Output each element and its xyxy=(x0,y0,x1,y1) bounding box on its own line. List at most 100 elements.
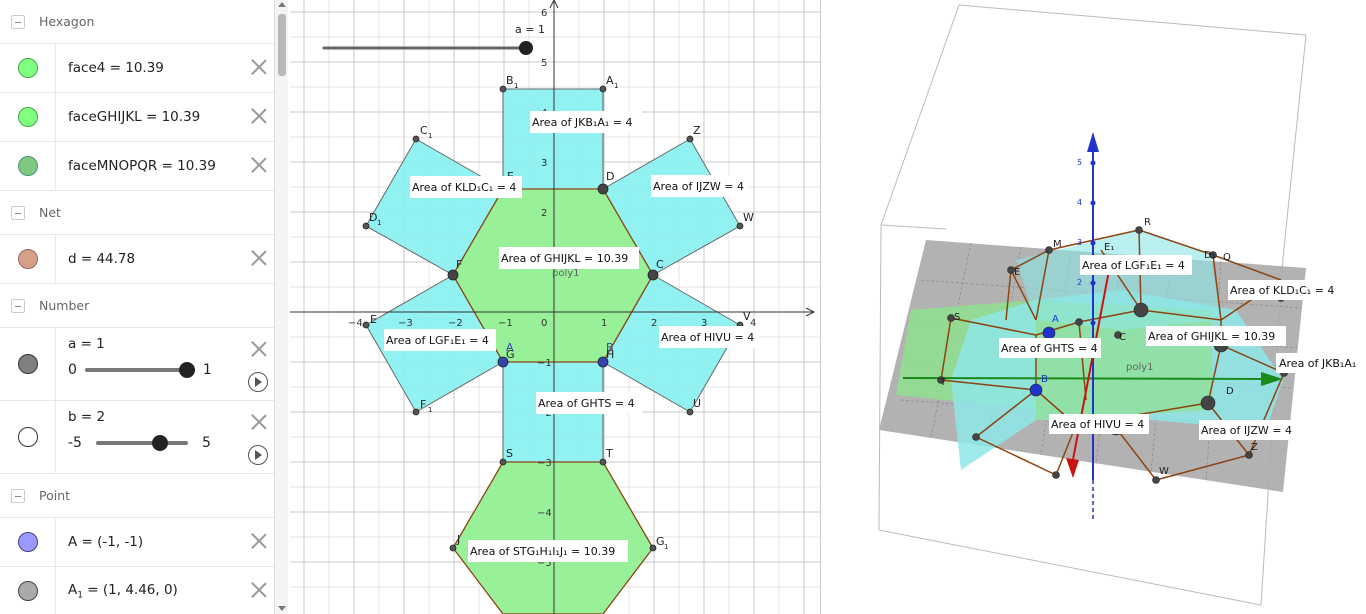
group-header-number[interactable]: Number xyxy=(0,284,274,328)
svg-text:W: W xyxy=(1159,466,1169,477)
delete-icon[interactable] xyxy=(250,58,268,76)
play-icon[interactable] xyxy=(248,372,268,392)
scrollbar-thumb[interactable] xyxy=(278,14,286,76)
face-JKB1A1 xyxy=(502,88,604,190)
visibility-marble-icon[interactable] xyxy=(17,354,38,374)
svg-text:E₁: E₁ xyxy=(1104,242,1114,253)
svg-text:M: M xyxy=(1053,239,1062,250)
slider-a-track[interactable] xyxy=(84,362,195,378)
svg-text:a = 1: a = 1 xyxy=(515,23,545,36)
svg-text:W: W xyxy=(743,211,754,224)
visibility-marble-icon[interactable] xyxy=(17,581,38,601)
algebra-item-A1[interactable]: A1 = (1, 4.46, 0) xyxy=(0,567,274,614)
algebra-view: Hexagon face4 = 10.39 faceGHIJKL = 10.39… xyxy=(0,0,274,614)
collapse-icon[interactable] xyxy=(11,488,25,503)
item-text[interactable]: b = 2 xyxy=(68,409,106,425)
visibility-marble-icon[interactable] xyxy=(17,427,38,447)
graphics-view-3d[interactable]: 5 4 3 2 1 R M E₁ D₁ Q E S xyxy=(821,0,1366,614)
item-text[interactable]: faceGHIJKL = 10.39 xyxy=(68,109,201,125)
item-text[interactable]: faceMNOPQR = 10.39 xyxy=(68,158,216,174)
svg-text:−3: −3 xyxy=(537,458,552,469)
slider-min: 0 xyxy=(68,362,77,378)
svg-text:G: G xyxy=(656,535,665,548)
svg-text:Area of IJZW = 4: Area of IJZW = 4 xyxy=(1201,424,1292,437)
delete-icon[interactable] xyxy=(250,532,268,550)
delete-icon[interactable] xyxy=(250,413,268,431)
group-title: Hexagon xyxy=(39,14,95,29)
algebra-item-faceMNOPQR[interactable]: faceMNOPQR = 10.39 xyxy=(0,142,274,191)
graphics-2d-canvas[interactable]: −4 −3 −2 −1 0 1 2 3 4 6 5 4 3 2 1 −1 −2 … xyxy=(290,0,820,614)
group-header-hexagon[interactable]: Hexagon xyxy=(0,0,274,44)
scroll-up-icon[interactable] xyxy=(278,2,286,7)
svg-text:C: C xyxy=(420,124,428,137)
svg-text:Area of JKB₁A₁ = 4: Area of JKB₁A₁ = 4 xyxy=(532,116,632,129)
svg-text:D: D xyxy=(606,170,614,183)
slider-knob[interactable] xyxy=(151,435,168,451)
item-text[interactable]: A = (-1, -1) xyxy=(68,534,144,550)
item-text[interactable]: a = 1 xyxy=(68,336,105,352)
slider-knob[interactable] xyxy=(178,362,195,378)
visibility-marble-icon[interactable] xyxy=(17,249,38,269)
group-title: Number xyxy=(39,298,90,313)
delete-icon[interactable] xyxy=(250,107,268,125)
graphics-3d-canvas[interactable]: 5 4 3 2 1 R M E₁ D₁ Q E S xyxy=(821,0,1366,614)
svg-text:A: A xyxy=(1052,314,1059,325)
visibility-marble-icon[interactable] xyxy=(17,107,38,127)
svg-text:Area of HIVU = 4: Area of HIVU = 4 xyxy=(661,331,754,344)
collapse-icon[interactable] xyxy=(11,14,25,29)
slider-max: 5 xyxy=(201,435,211,451)
algebra-item-face4[interactable]: face4 = 10.39 xyxy=(0,44,274,93)
svg-text:poly1: poly1 xyxy=(552,268,580,279)
graphics-view-2d[interactable]: −4 −3 −2 −1 0 1 2 3 4 6 5 4 3 2 1 −1 −2 … xyxy=(290,0,820,614)
delete-icon[interactable] xyxy=(250,340,268,358)
delete-icon[interactable] xyxy=(250,581,268,599)
svg-text:C: C xyxy=(656,258,664,271)
algebra-item-A[interactable]: A = (-1, -1) xyxy=(0,518,274,567)
face-STG1H1I1J1 xyxy=(452,461,654,614)
slider-knob xyxy=(519,41,533,55)
svg-text:5: 5 xyxy=(1077,158,1082,167)
svg-text:3: 3 xyxy=(541,158,547,169)
svg-text:4: 4 xyxy=(1077,198,1082,207)
collapse-icon[interactable] xyxy=(11,298,25,313)
svg-text:E: E xyxy=(1014,267,1020,278)
visibility-marble-icon[interactable] xyxy=(17,156,38,176)
svg-text:1: 1 xyxy=(664,543,668,551)
group-header-point[interactable]: Point xyxy=(0,474,274,518)
point-labels-3d: R M E₁ D₁ Q E S C A B T D Z W poly1 xyxy=(939,217,1258,477)
svg-text:3: 3 xyxy=(1077,238,1082,247)
svg-text:Area of GHTS = 4: Area of GHTS = 4 xyxy=(538,397,635,410)
points[interactable] xyxy=(362,85,744,552)
visibility-marble-icon[interactable] xyxy=(17,532,38,552)
algebra-item-a[interactable]: a = 1 0 1 xyxy=(0,328,274,401)
svg-text:1: 1 xyxy=(614,82,618,90)
group-title: Net xyxy=(39,205,61,220)
item-text[interactable]: A1 = (1, 4.46, 0) xyxy=(68,581,178,601)
item-text[interactable]: face4 = 10.39 xyxy=(68,60,164,76)
delete-icon[interactable] xyxy=(250,249,268,267)
slider-b-track[interactable] xyxy=(95,435,188,451)
svg-text:V: V xyxy=(743,310,751,323)
svg-text:−5: −5 xyxy=(537,558,552,569)
svg-text:A: A xyxy=(606,74,614,87)
svg-text:−4: −4 xyxy=(537,508,552,519)
point-labels: B1 A1 C1 Z D E D1 W F C E V A B G H F1 U… xyxy=(369,74,754,551)
svg-text:1: 1 xyxy=(428,406,432,414)
item-text[interactable]: d = 44.78 xyxy=(68,251,136,267)
svg-text:2: 2 xyxy=(541,208,547,219)
svg-text:Area of GHIJKL = 10.39: Area of GHIJKL = 10.39 xyxy=(1148,330,1275,343)
svg-text:4: 4 xyxy=(750,318,756,329)
play-icon[interactable] xyxy=(248,445,268,465)
view-divider[interactable] xyxy=(820,0,821,614)
group-header-net[interactable]: Net xyxy=(0,191,274,235)
collapse-icon[interactable] xyxy=(11,205,25,220)
algebra-item-b[interactable]: b = 2 -5 5 xyxy=(0,401,274,474)
delete-icon[interactable] xyxy=(250,156,268,174)
svg-text:−1: −1 xyxy=(498,318,513,329)
scroll-down-icon[interactable] xyxy=(278,606,286,611)
slider-a-graphics[interactable]: a = 1 xyxy=(322,23,545,55)
algebra-item-faceGHIJKL[interactable]: faceGHIJKL = 10.39 xyxy=(0,93,274,142)
algebra-scrollbar[interactable] xyxy=(274,0,288,614)
algebra-item-d[interactable]: d = 44.78 xyxy=(0,235,274,284)
visibility-marble-icon[interactable] xyxy=(17,58,38,78)
